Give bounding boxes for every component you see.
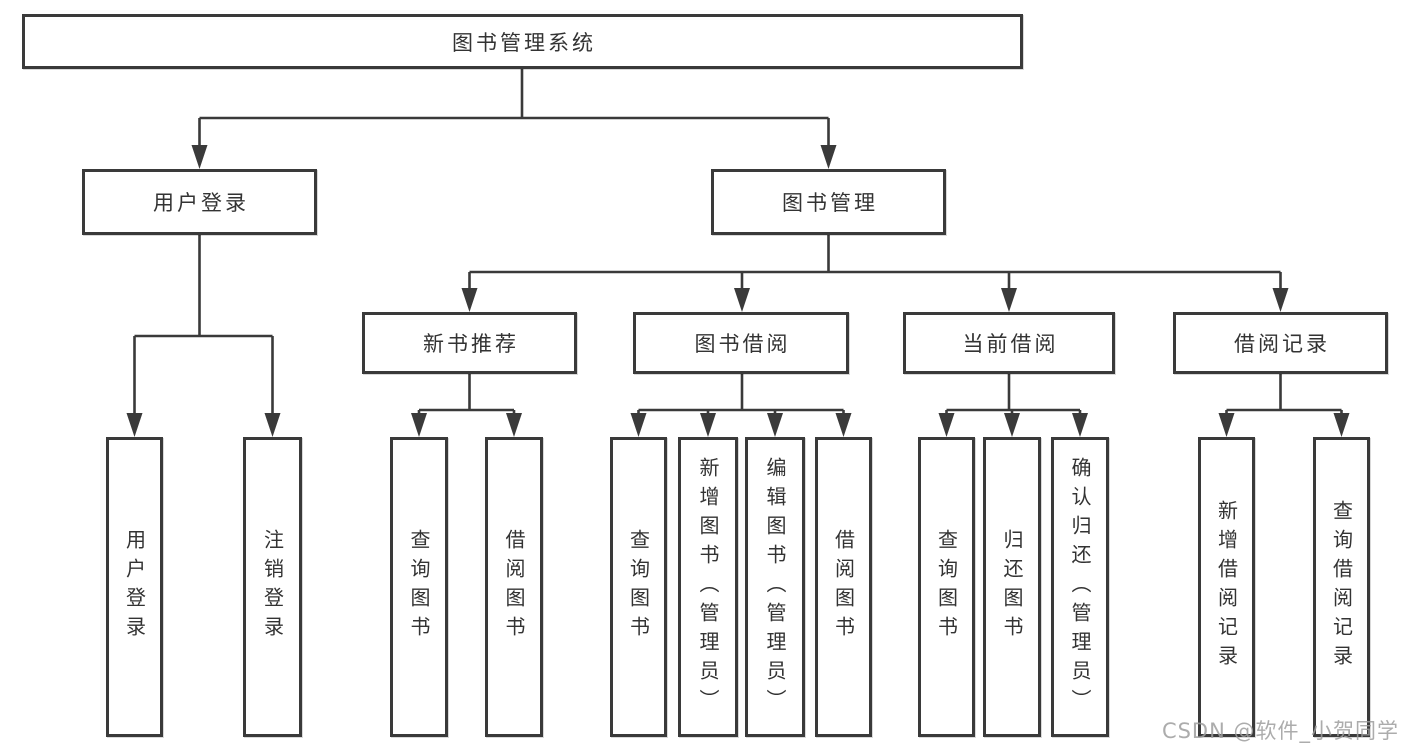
csdn-watermark: CSDN @软件_小贺同学 bbox=[1161, 719, 1399, 743]
leaf-current-return-books: 归还图书 bbox=[983, 437, 1041, 737]
node-current-borrowing: 当前借阅 bbox=[903, 312, 1115, 374]
leaf-records-query-borrow-record: 查询借阅记录 bbox=[1313, 437, 1370, 737]
leaf-current-query-books: 查询图书 bbox=[918, 437, 975, 737]
node-book-borrowing: 图书借阅 bbox=[633, 312, 849, 374]
leaf-borrowing-borrow-books: 借阅图书 bbox=[815, 437, 872, 737]
leaf-borrowing-query-books: 查询图书 bbox=[610, 437, 667, 737]
leaf-logout: 注销登录 bbox=[243, 437, 302, 737]
leaf-newbooks-borrow-books: 借阅图书 bbox=[485, 437, 543, 737]
leaf-records-add-borrow-record: 新增借阅记录 bbox=[1198, 437, 1255, 737]
leaf-current-confirm-return-admin: 确认归还（管理员） bbox=[1051, 437, 1109, 737]
node-library-management-system: 图书管理系统 bbox=[22, 14, 1023, 69]
node-new-book-recommendation: 新书推荐 bbox=[362, 312, 577, 374]
node-borrowing-records: 借阅记录 bbox=[1173, 312, 1388, 374]
leaf-borrowing-edit-books-admin: 编辑图书（管理员） bbox=[745, 437, 805, 737]
node-user-login: 用户登录 bbox=[82, 169, 317, 235]
leaf-borrowing-add-books-admin: 新增图书（管理员） bbox=[678, 437, 738, 737]
leaf-user-login: 用户登录 bbox=[106, 437, 163, 737]
leaf-newbooks-query-books: 查询图书 bbox=[390, 437, 448, 737]
node-book-management: 图书管理 bbox=[711, 169, 946, 235]
